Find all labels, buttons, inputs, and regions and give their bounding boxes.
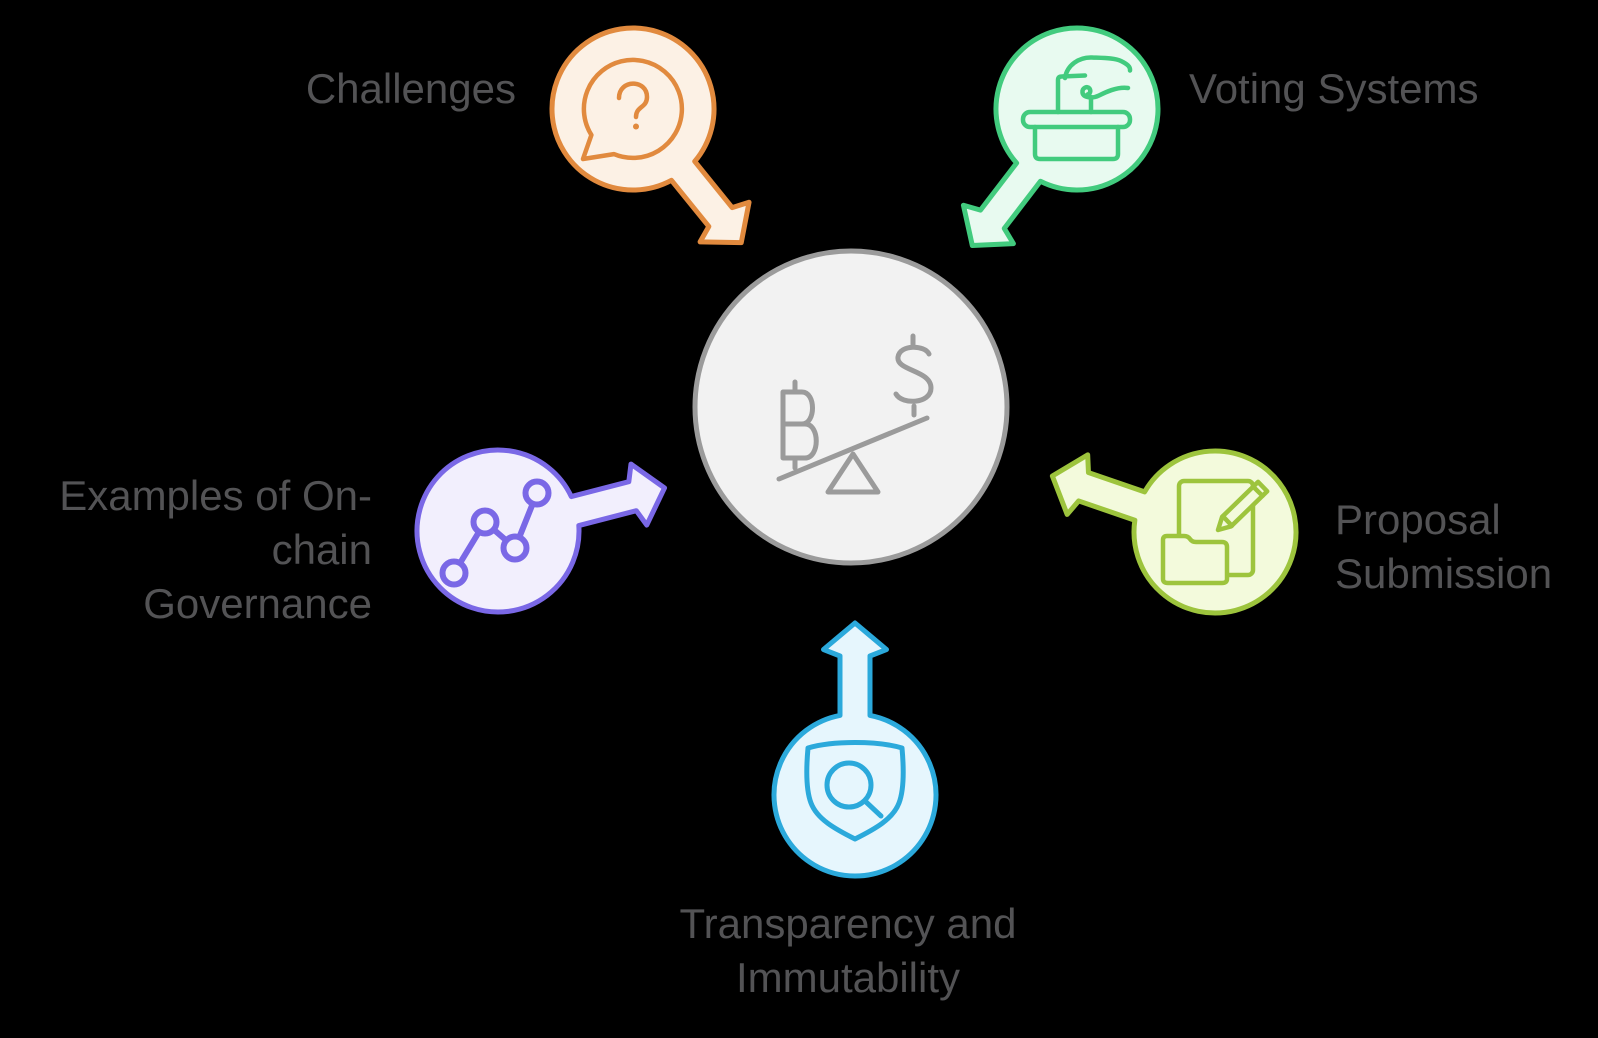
- label-line: Immutability: [735, 954, 961, 1001]
- center-circle: [692, 248, 1010, 566]
- label-transparency-immutability: Transparency and Immutability: [548, 897, 1148, 1005]
- question-speech-bubble-icon: [580, 57, 685, 162]
- currency-balance-seesaw-icon: [776, 333, 934, 495]
- document-pencil-folder-icon: [1160, 478, 1270, 586]
- label-line: chain: [271, 526, 372, 573]
- label-proposal-submission: Proposal Submission: [1335, 493, 1552, 601]
- node-proposal-submission: [1026, 399, 1318, 635]
- label-line: Voting Systems: [1189, 65, 1479, 112]
- node-challenges: [519, 0, 804, 294]
- label-line: Proposal: [1335, 496, 1501, 543]
- label-line: Submission: [1335, 550, 1553, 597]
- node-examples-onchain-governance: [399, 410, 685, 630]
- label-line: Challenges: [305, 65, 516, 112]
- ballot-box-icon: [1020, 55, 1133, 162]
- label-line: Examples of On-: [59, 472, 372, 519]
- examples-arrow: [399, 410, 685, 630]
- voting-systems-arrow: [908, 0, 1191, 295]
- label-voting-systems: Voting Systems: [1189, 62, 1478, 116]
- label-challenges: Challenges: [306, 62, 516, 116]
- label-examples-onchain-governance: Examples of On- chain Governance: [59, 469, 372, 631]
- proposal-arrow: [1026, 399, 1318, 635]
- center-node: [692, 248, 1010, 566]
- node-voting-systems: [908, 0, 1191, 295]
- node-transparency-immutability: [774, 623, 936, 876]
- connected-nodes-icon: [439, 478, 552, 588]
- label-line: Governance: [143, 580, 372, 627]
- label-line: Transparency and: [679, 900, 1017, 947]
- shield-magnifier-icon: [804, 740, 906, 842]
